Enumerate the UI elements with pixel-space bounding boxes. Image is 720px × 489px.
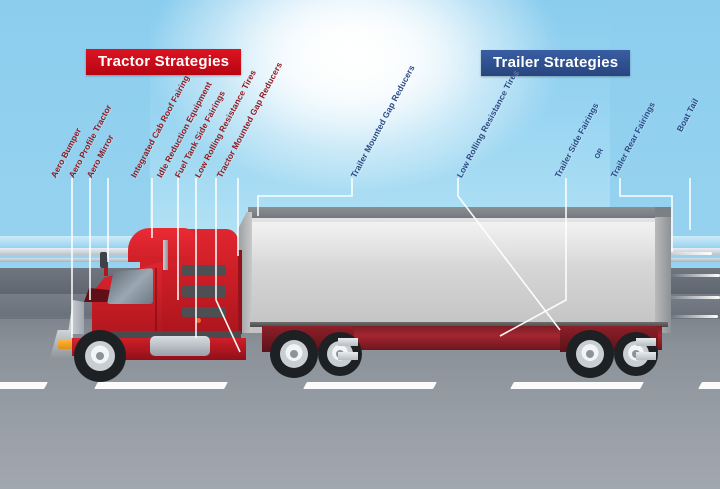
airflow-line bbox=[666, 252, 712, 255]
sleeper-vent bbox=[182, 307, 226, 317]
headlight-icon bbox=[58, 340, 72, 349]
exhaust-stack bbox=[163, 240, 168, 270]
wheel-hub bbox=[96, 352, 104, 360]
fuel-tank-fairing bbox=[150, 336, 210, 356]
header-trailer-strategies: Trailer Strategies bbox=[481, 50, 631, 76]
wheel-hub bbox=[586, 350, 594, 358]
header-tractor-strategies: Tractor Strategies bbox=[86, 49, 242, 75]
mud-flap bbox=[338, 338, 358, 346]
airflow-line bbox=[666, 296, 720, 299]
airflow-line bbox=[670, 315, 718, 318]
marker-light-icon bbox=[196, 318, 201, 323]
wheel-hub bbox=[290, 350, 298, 358]
cab-lower-stripe bbox=[96, 331, 241, 340]
mud-flap bbox=[636, 352, 656, 360]
aero-mirror-icon bbox=[100, 252, 107, 268]
cab-door-seam bbox=[155, 268, 157, 336]
trailer-rear-cap bbox=[655, 207, 671, 217]
tractor-grille bbox=[68, 300, 84, 334]
airflow-line bbox=[670, 274, 720, 277]
cab-window bbox=[107, 268, 153, 304]
cab-roof-fairing bbox=[128, 228, 194, 262]
sleeper-vent bbox=[182, 286, 226, 297]
mud-flap bbox=[636, 338, 656, 346]
trailer-sheen bbox=[248, 222, 668, 264]
mud-flap bbox=[338, 352, 358, 360]
sleeper-vent bbox=[182, 265, 226, 276]
trailer-rear-panel bbox=[655, 207, 671, 333]
